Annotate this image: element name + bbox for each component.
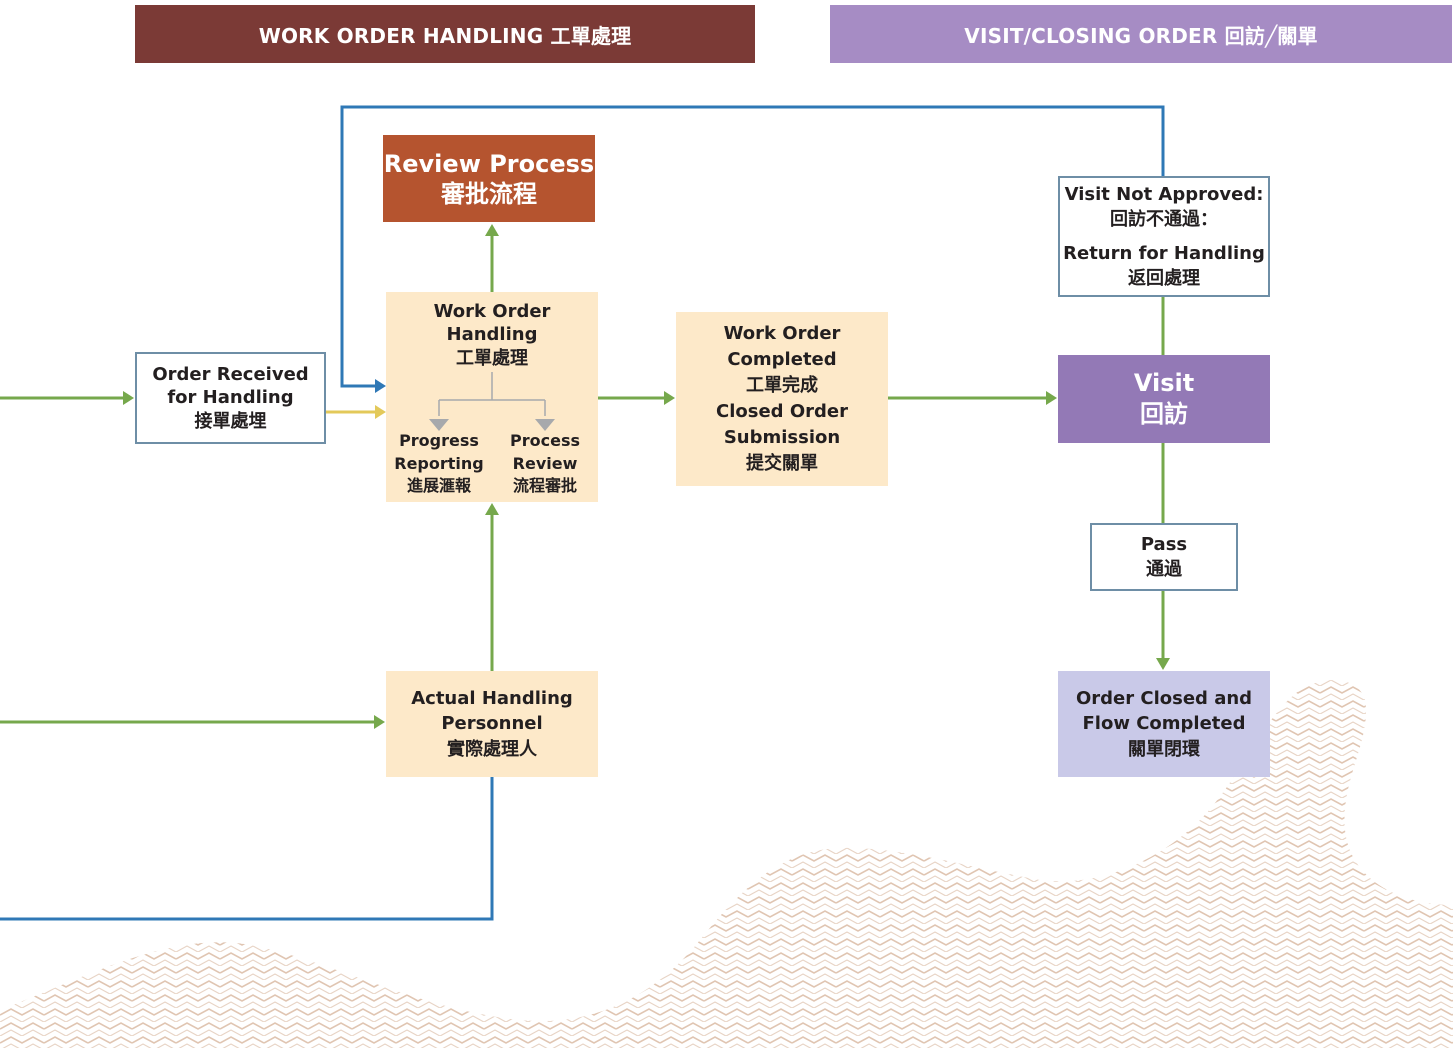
order-received-label-zh: 接單處埋 (194, 410, 267, 432)
review-process-label-en: Review Process (383, 149, 595, 178)
return-loop-line (340, 105, 1165, 388)
order-closed-label-en1: Order Closed and (1075, 688, 1253, 710)
personnel-to-handling-arrowhead (485, 503, 499, 515)
visit-not-approved-label-zh: 回訪不通過： (1110, 209, 1218, 231)
pass-to-closed-arrowhead (1156, 658, 1170, 670)
order-received-node: Order Received for Handling 接單處埋 (135, 352, 326, 444)
closed-order-submission-label-en1: Closed Order (716, 401, 848, 422)
work-order-handling-label-en2: Handling (446, 324, 538, 346)
review-process-label-zh: 審批流程 (441, 179, 537, 208)
process-review-label-zh: 流程審批 (512, 476, 577, 496)
pass-label-zh: 通過 (1146, 559, 1182, 580)
actual-handling-label-en1: Actual Handling (411, 688, 573, 710)
work-order-completed-label-en1: Work Order (723, 322, 841, 344)
handling-to-review-arrowhead (485, 224, 499, 236)
pass-node: Pass 通過 (1090, 523, 1238, 591)
process-review-label-en1: Process (510, 431, 580, 451)
visit-label-en: Visit (1133, 368, 1195, 397)
work-order-completed-label-zh: 工單完成 (746, 374, 818, 396)
visit-not-approved-label-en: Visit Not Approved: (1064, 184, 1264, 206)
return-for-handling-label-zh: 返回處理 (1128, 267, 1200, 289)
work-order-handling-title: Work Order Handling 工單處理 (386, 298, 598, 372)
substep-branch-connector (429, 372, 555, 431)
input-arrowhead (123, 391, 134, 405)
handling-to-completed-arrowhead (664, 391, 675, 405)
return-loop-arrowhead (375, 379, 386, 393)
process-review-step: Process Review 流程審批 (494, 431, 596, 496)
work-order-completed-node: Work Order Completed 工單完成 Closed Order S… (676, 312, 888, 486)
wave-stripes-lower (0, 679, 1453, 1048)
progress-reporting-label-en2: Reporting (394, 453, 484, 473)
completed-to-visit-arrowhead (1046, 391, 1057, 405)
progress-reporting-step: Progress Reporting 進展滙報 (388, 431, 490, 496)
personnel-input-arrowhead (374, 715, 385, 729)
visit-node: Visit 回訪 (1058, 355, 1270, 443)
visit-closing-order-banner: VISIT/CLOSING ORDER 回訪╱關單 (830, 5, 1452, 63)
personnel-bottom-line (0, 777, 494, 921)
order-closed-node: Order Closed and Flow Completed 關單閉環 (1058, 671, 1270, 777)
actual-handling-personnel-node: Actual Handling Personnel 實際處理人 (386, 671, 598, 777)
order-closed-label-en2: Flow Completed (1082, 713, 1246, 735)
work-order-completed-label-en2: Completed (727, 348, 837, 370)
progress-reporting-label-en1: Progress (399, 431, 479, 451)
review-process-node: Review Process 審批流程 (383, 135, 595, 222)
received-to-handling-arrowhead (375, 405, 386, 419)
order-received-label-en1: Order Received (152, 363, 309, 385)
pass-label-en: Pass (1140, 533, 1188, 555)
progress-reporting-label-zh: 進展滙報 (406, 476, 471, 496)
visit-not-approved-node: Visit Not Approved: 回訪不通過： Return for Ha… (1058, 176, 1270, 297)
work-order-handling-label-en1: Work Order (433, 300, 551, 322)
process-review-label-en2: Review (512, 453, 578, 473)
order-closed-label-zh: 關單閉環 (1128, 738, 1200, 760)
closed-order-submission-label-en2: Submission (723, 427, 841, 449)
order-received-label-en2: for Handling (167, 387, 294, 409)
work-order-handling-node: Work Order Handling 工單處理 Progress Report… (386, 292, 598, 502)
work-order-handling-banner: WORK ORDER HANDLING 工單處理 (135, 5, 755, 63)
closed-order-submission-label-zh: 提交關單 (746, 453, 818, 475)
work-order-handling-label-zh: 工單處理 (456, 347, 528, 369)
actual-handling-label-en2: Personnel (441, 713, 543, 735)
visit-label-zh: 回訪 (1140, 400, 1188, 428)
return-for-handling-label-en: Return for Handling (1063, 242, 1265, 264)
actual-handling-label-zh: 實際處理人 (447, 738, 537, 760)
